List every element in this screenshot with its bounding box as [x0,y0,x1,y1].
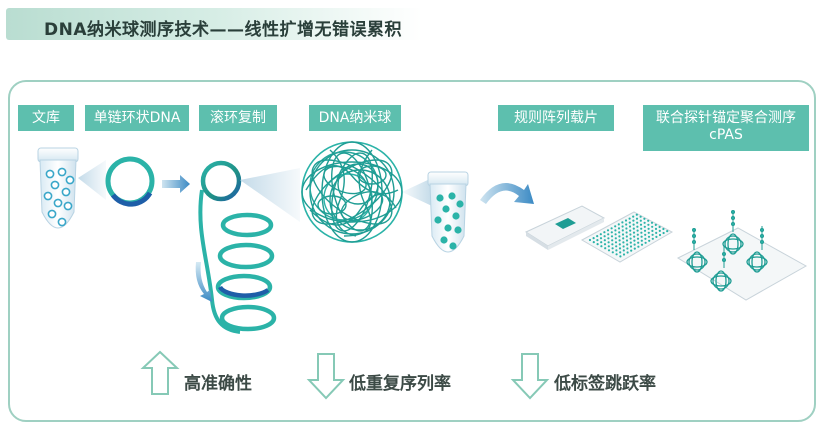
rolling-circle-icon [198,160,277,334]
slide-icon [524,205,606,250]
arrow-down-icon-duplication [306,353,346,400]
step-label-cpas: 联合探针锚定聚合测序cPAS [643,105,809,151]
arrow-right-icon [162,175,190,193]
arrow-down-curved-icon [195,262,212,302]
library-tube-icon [37,147,79,229]
step-label-library: 文库 [18,105,74,131]
patterned-array-icon [580,211,674,263]
metric-duplication-rate: 低重复序列率 [349,374,451,394]
cpas-array-icon [676,210,808,301]
beam-to-tube [402,178,432,206]
step-label-rolling-circle: 滚环复制 [199,105,277,131]
step-label-patterned-array: 规则阵列载片 [498,105,614,131]
step-label-dna-nanoball: DNA纳米球 [309,105,401,131]
metric-barcode-hopping-rate: 低标签跳跃率 [554,374,656,394]
dna-nanoball-icon [301,141,403,243]
beam-to-nanoball [240,168,300,222]
arrow-down-icon-barcode-hopping [510,353,550,400]
arrow-up-icon-accuracy [140,350,180,395]
nanoball-tube-icon [427,171,469,253]
page-title: DNA纳米球测序技术——线性扩增无错误累积 [44,20,402,40]
metric-accuracy: 高准确性 [184,374,252,394]
step-label-circular-ssdna: 单链环状DNA [85,105,189,131]
title-banner [6,8,422,40]
curved-arrow-icon [480,182,534,204]
beam-to-circle [78,160,106,200]
circular-ssdna-icon [105,156,155,207]
